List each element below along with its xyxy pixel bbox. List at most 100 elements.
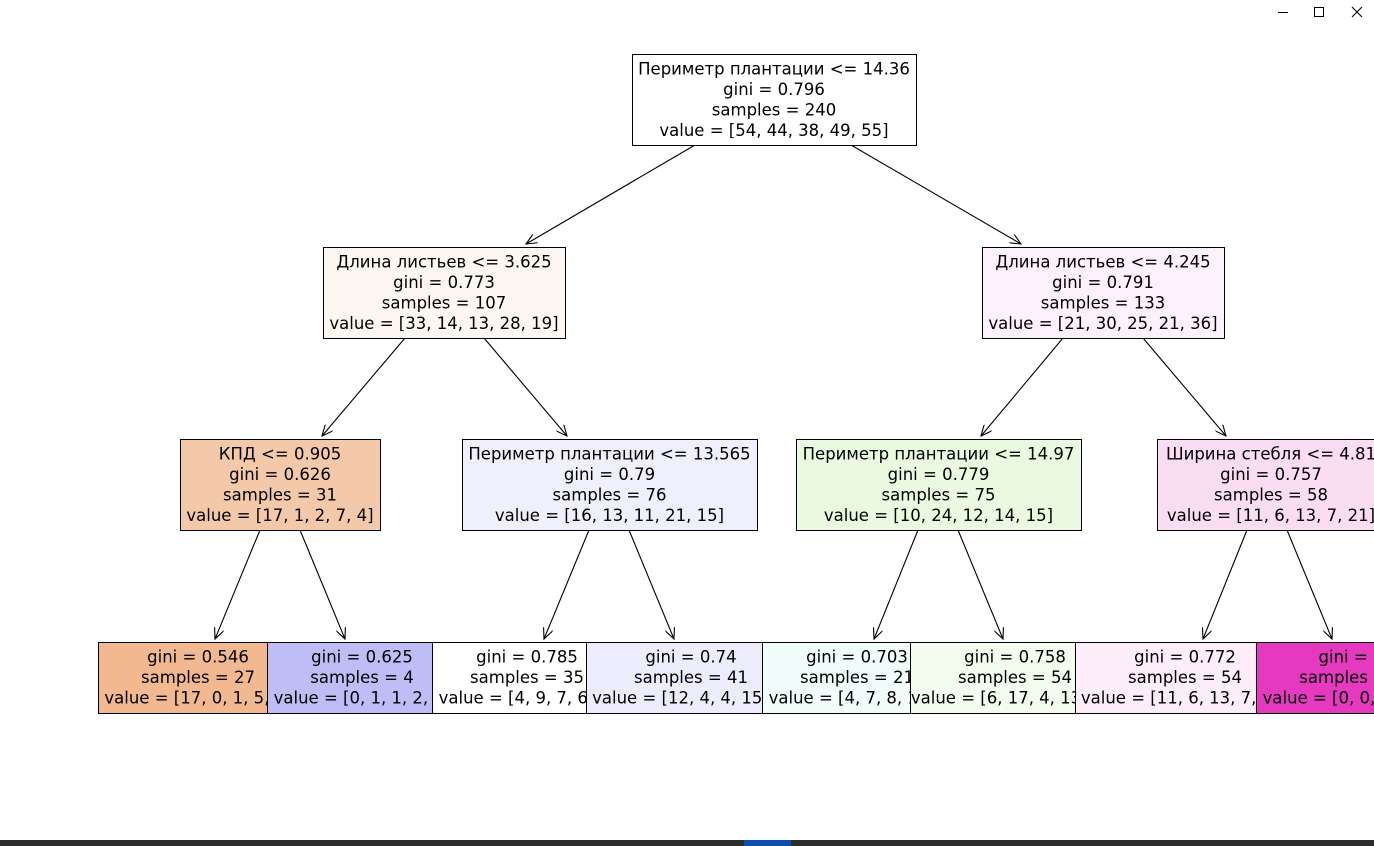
tree-node-line: gini = 0.773	[393, 273, 495, 292]
tree-node-n4: Периметр плантации <= 13.565 gini = 0.79s…	[462, 439, 758, 531]
tree-node-line: value = [0, 0, 0, 0, 4]	[1263, 689, 1374, 708]
tree-node-line: gini = 0.74	[645, 648, 736, 667]
tree-node-line: gini = 0.546	[147, 648, 249, 667]
tree-node-line: value = [17, 0, 1, 5, 4]	[104, 689, 291, 708]
tree-edge-n3-n8	[299, 529, 345, 639]
tree-node-line: gini = 0.626	[229, 465, 331, 484]
tree-node-line: gini = 0.703	[806, 648, 908, 667]
tree-node-line: samples = 133	[1041, 293, 1165, 312]
tree-edge-n5-n12	[957, 529, 1003, 639]
tree-edge-n6-n13	[1203, 529, 1248, 639]
tree-node-line: value = [54, 44, 38, 49, 55]	[659, 121, 888, 140]
tree-node-line: gini = 0.791	[1052, 273, 1154, 292]
tree-node-line: gini = 0.757	[1220, 465, 1322, 484]
tree-node-line: gini = 0	[1319, 648, 1374, 667]
tree-node-line: value = [4, 9, 7, 6, 9]	[439, 689, 616, 708]
tree-node-line: value = [11, 6, 13, 7, 17]	[1081, 689, 1289, 708]
tree-node-n6: Ширина стебля <= 4.81 gini = 0.757samples…	[1157, 439, 1374, 531]
tree-edge-n1-n3	[322, 337, 406, 436]
tree-node-line: Периметр плантации <= 13.565	[468, 444, 750, 463]
tree-edges	[215, 144, 1332, 639]
tree-node-line: samples = 75	[882, 485, 996, 504]
close-icon	[1351, 6, 1363, 18]
maximize-icon	[1314, 7, 1324, 17]
tree-node-box	[982, 247, 1225, 339]
tree-edge-n4-n10	[628, 529, 674, 639]
tree-node-line: gini = 0.625	[311, 648, 413, 667]
taskbar-active-app-indicator[interactable]	[744, 840, 791, 846]
tree-node-line: Длина листьев <= 4.245	[995, 252, 1210, 271]
tree-node-box	[98, 642, 299, 714]
tree-node-line: samples = 76	[553, 485, 667, 504]
tree-edge-n2-n5	[981, 337, 1064, 436]
tree-node-box	[1256, 642, 1374, 714]
tree-node-line: value = [21, 30, 25, 21, 36]	[988, 314, 1217, 333]
tree-node-line: value = [17, 1, 2, 7, 4]	[186, 506, 373, 525]
tree-node-box	[267, 642, 458, 714]
tree-node-line: value = [12, 4, 4, 15, 6]	[592, 689, 790, 708]
tree-node-line: gini = 0.779	[888, 465, 990, 484]
tree-node-line: samples = 4	[310, 668, 413, 687]
tree-node-line: samples = 27	[141, 668, 255, 687]
tree-edge-n0-n1	[526, 144, 696, 244]
tree-node-line: Ширина стебля <= 4.81	[1166, 444, 1374, 463]
tree-node-n14: gini = 0samples = 4 value = [0, 0, 0, 0, …	[1256, 642, 1374, 714]
tree-node-line: value = [4, 7, 8, 1, 1]	[769, 689, 946, 708]
tree-node-box	[462, 439, 758, 531]
tree-node-line: gini = 0.79	[564, 465, 655, 484]
tree-node-line: samples = 31	[223, 485, 337, 504]
taskbar	[0, 840, 1374, 846]
tree-node-line: value = [33, 14, 13, 28, 19]	[329, 314, 558, 333]
tree-node-box	[1157, 439, 1374, 531]
tree-node-line: КПД <= 0.905	[219, 444, 341, 463]
tree-node-n1: Длина листьев <= 3.625 gini = 0.773sample…	[323, 247, 566, 339]
tree-node-box	[323, 247, 566, 339]
close-button[interactable]	[1338, 0, 1374, 24]
tree-node-line: gini = 0.758	[964, 648, 1066, 667]
tree-node-box	[586, 642, 797, 714]
tree-node-line: samples = 41	[634, 668, 748, 687]
tree-node-line: gini = 0.796	[723, 80, 825, 99]
tree-node-line: Длина листьев <= 3.625	[336, 252, 551, 271]
tree-node-line: gini = 0.785	[476, 648, 578, 667]
maximize-button[interactable]	[1300, 0, 1338, 24]
tree-node-n2: Длина листьев <= 4.245 gini = 0.791sample…	[982, 247, 1225, 339]
tree-node-line: Периметр плантации <= 14.36	[638, 59, 910, 78]
tree-edge-n3-n7	[215, 529, 261, 639]
tree-edge-n0-n2	[850, 144, 1021, 244]
tree-node-n5: Периметр плантации <= 14.97 gini = 0.779s…	[796, 439, 1082, 531]
tree-node-n0: Периметр плантации <= 14.36 gini = 0.796s…	[632, 54, 917, 146]
tree-edge-n5-n11	[874, 529, 919, 639]
tree-node-line: samples = 54	[958, 668, 1072, 687]
tree-edge-n4-n9	[544, 529, 590, 639]
tree-node-line: samples = 58	[1214, 485, 1328, 504]
tree-node-box	[180, 439, 381, 531]
tree-edge-n1-n4	[483, 337, 567, 436]
tree-node-line: gini = 0.772	[1134, 648, 1236, 667]
minimize-button[interactable]	[1264, 0, 1302, 24]
tree-node-line: value = [0, 1, 1, 2, 0]	[274, 689, 451, 708]
tree-node-line: Периметр плантации <= 14.97	[803, 444, 1075, 463]
tree-node-line: samples = 35	[470, 668, 584, 687]
tree-node-line: samples = 4	[1299, 668, 1374, 687]
tree-node-line: value = [11, 6, 13, 7, 21]	[1167, 506, 1374, 525]
tree-edge-n2-n6	[1142, 337, 1226, 436]
tree-node-line: samples = 107	[382, 293, 506, 312]
tree-node-line: samples = 240	[712, 100, 836, 119]
tree-node-line: value = [6, 17, 4, 13, 14]	[911, 689, 1119, 708]
tree-edge-n6-n14	[1286, 529, 1332, 639]
minimize-icon	[1278, 12, 1288, 13]
tree-node-line: samples = 54	[1128, 668, 1242, 687]
tree-node-box	[632, 54, 917, 146]
tree-node-box	[796, 439, 1082, 531]
tree-node-line: value = [10, 24, 12, 14, 15]	[824, 506, 1053, 525]
tree-node-line: samples = 21	[800, 668, 914, 687]
tree-node-line: value = [16, 13, 11, 21, 15]	[495, 506, 724, 525]
